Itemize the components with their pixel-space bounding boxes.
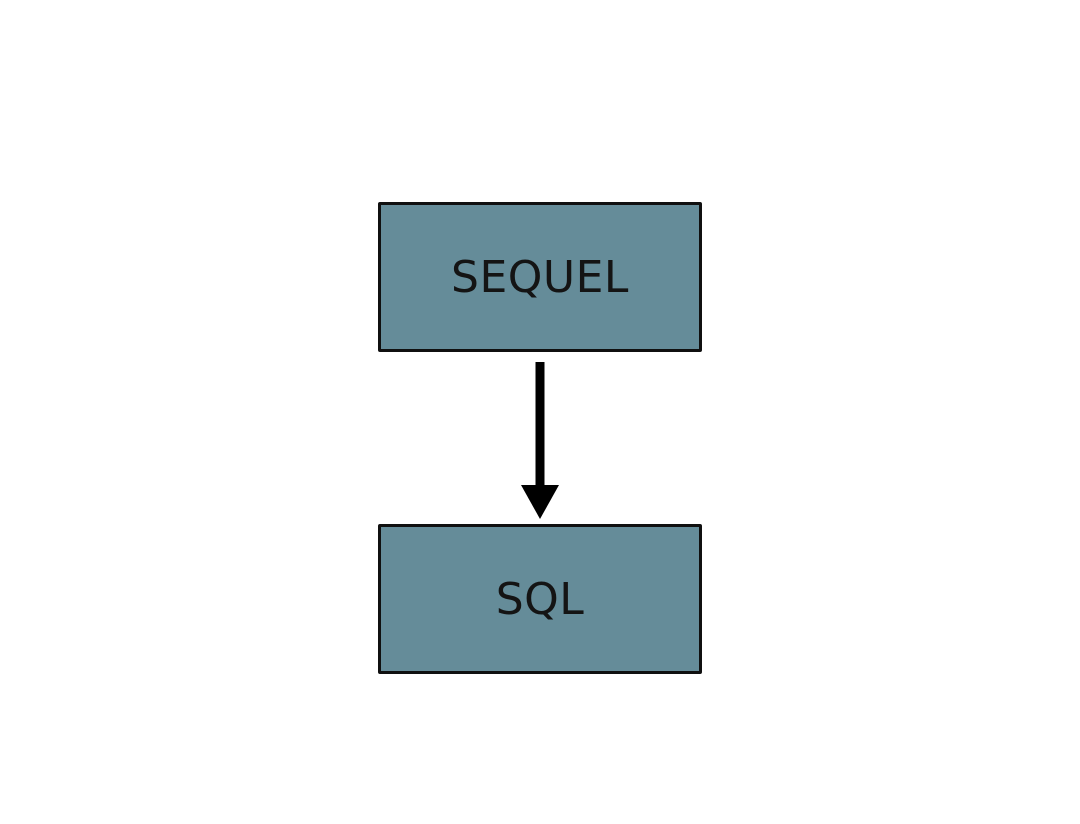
node-sql-label: SQL bbox=[495, 573, 585, 625]
node-sequel: SEQUEL bbox=[378, 202, 702, 352]
arrow-head bbox=[521, 485, 559, 519]
node-sequel-label: SEQUEL bbox=[451, 251, 629, 303]
node-sql: SQL bbox=[378, 524, 702, 674]
